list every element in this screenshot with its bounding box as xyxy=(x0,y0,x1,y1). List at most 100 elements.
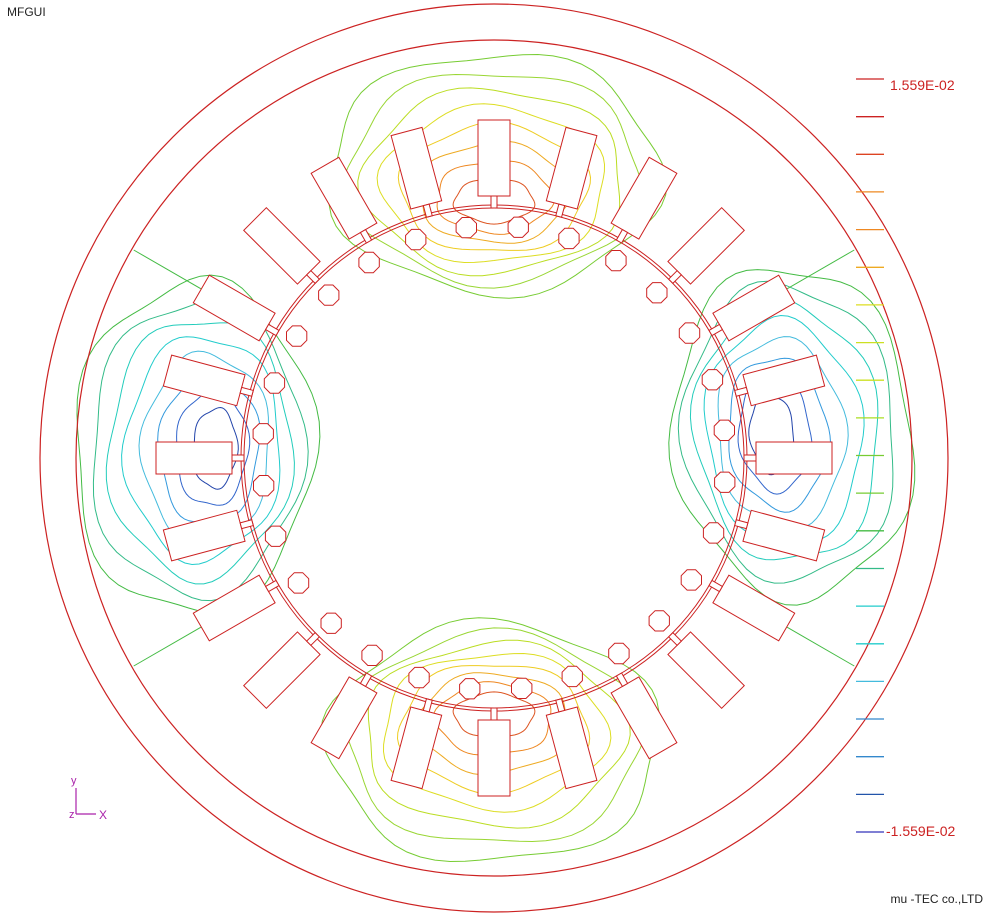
cool-contour-line xyxy=(703,314,865,542)
slot-opening xyxy=(239,519,254,530)
slot-opening xyxy=(231,454,245,462)
x-axis-label: X xyxy=(99,808,107,822)
stator-slot xyxy=(610,156,678,244)
slot-outline xyxy=(162,509,246,562)
stator-slot xyxy=(192,574,280,642)
rotor-bar xyxy=(714,471,736,493)
slot-opening xyxy=(743,454,757,462)
warm-contour-line xyxy=(367,639,631,829)
slot-opening xyxy=(239,386,254,397)
slot-opening xyxy=(422,698,433,713)
slot-opening xyxy=(305,631,321,647)
slot-outline xyxy=(712,574,796,642)
stator-slot xyxy=(545,698,598,790)
axis-triad: y z X xyxy=(69,775,107,822)
warm-contour-line xyxy=(357,87,621,277)
stator-slot xyxy=(743,441,833,475)
rotor-bar xyxy=(511,677,533,699)
rotor-bar xyxy=(287,572,310,594)
rotor-bar xyxy=(561,665,583,688)
slot-outline xyxy=(390,126,443,210)
rotor-bar xyxy=(702,522,725,544)
stator-slot xyxy=(734,354,826,407)
rotor-bar xyxy=(318,284,340,306)
slot-outline xyxy=(155,441,233,475)
outer-housing-circle xyxy=(39,3,949,913)
slot-opening xyxy=(667,269,683,285)
slot-outline xyxy=(310,156,378,240)
stator-slot xyxy=(708,574,796,642)
stator-slot xyxy=(390,126,443,218)
slot-opening xyxy=(734,386,749,397)
slot-outline xyxy=(712,274,796,342)
stator-slot xyxy=(162,354,254,407)
rotor-bar xyxy=(646,282,668,304)
legend-max-label: 1.559E-02 xyxy=(890,77,955,93)
slot-outline xyxy=(755,441,833,475)
stator-slot xyxy=(155,441,245,475)
slot-opening xyxy=(615,228,629,244)
rotor-bar xyxy=(680,569,702,591)
rotor-bar xyxy=(361,644,383,666)
slot-outline xyxy=(477,119,511,197)
stator-slot xyxy=(390,698,443,790)
slot-opening xyxy=(359,228,373,244)
slot-opening xyxy=(305,269,321,285)
slot-opening xyxy=(615,672,629,688)
z-axis-label: z xyxy=(69,809,75,821)
slot-outline xyxy=(477,719,511,797)
stator-slot xyxy=(545,126,598,218)
slot-opening xyxy=(490,707,498,721)
slot-outline xyxy=(742,354,826,407)
stator-slot xyxy=(477,707,511,797)
app-title: MFGUI xyxy=(7,5,46,19)
rotor-bar xyxy=(608,642,630,665)
rotor-bar xyxy=(264,525,287,547)
rotor-bar xyxy=(558,227,580,250)
stator-slot xyxy=(477,119,511,209)
rotor-bar xyxy=(648,610,670,632)
slot-outline xyxy=(192,274,276,342)
cool-contour-line xyxy=(193,406,239,490)
stator-slot xyxy=(192,274,280,342)
rotor-bar xyxy=(252,423,274,445)
slot-opening xyxy=(708,579,724,593)
rotor-bar xyxy=(263,372,286,394)
slot-opening xyxy=(359,672,373,688)
rotor-bar xyxy=(713,419,735,441)
slot-outline xyxy=(545,126,598,210)
stator-slot xyxy=(310,672,378,760)
slot-opening xyxy=(264,579,280,593)
y-axis-label: y xyxy=(71,775,77,787)
slot-outline xyxy=(545,706,598,790)
stator-slot xyxy=(667,631,745,709)
stator-slot xyxy=(162,509,254,562)
rotor-bar xyxy=(455,217,477,239)
slot-opening xyxy=(667,631,683,647)
stator-slot xyxy=(310,156,378,244)
stator-slot xyxy=(667,207,745,285)
rotor-bar xyxy=(678,322,701,344)
stator-slot xyxy=(243,207,321,285)
stator-slot xyxy=(734,509,826,562)
slot-opening xyxy=(490,195,498,209)
stator-slot xyxy=(243,631,321,709)
rotor-bar xyxy=(507,216,529,238)
slot-outline xyxy=(610,676,678,760)
warm-contour-line xyxy=(397,121,592,251)
company-credit: mu -TEC co.,LTD xyxy=(890,892,983,906)
stator-slot xyxy=(610,672,678,760)
slot-opening xyxy=(708,323,724,337)
rotor-bar xyxy=(405,228,427,251)
legend-scale xyxy=(856,78,884,833)
slot-outline xyxy=(310,676,378,760)
slot-opening xyxy=(264,323,280,337)
cool-contour-line xyxy=(176,387,251,506)
warm-contour-line xyxy=(396,665,591,795)
slot-opening xyxy=(555,203,566,218)
slot-outline xyxy=(610,156,678,240)
slot-opening xyxy=(555,698,566,713)
cool-contour-line xyxy=(92,298,309,602)
slot-outline xyxy=(742,509,826,562)
